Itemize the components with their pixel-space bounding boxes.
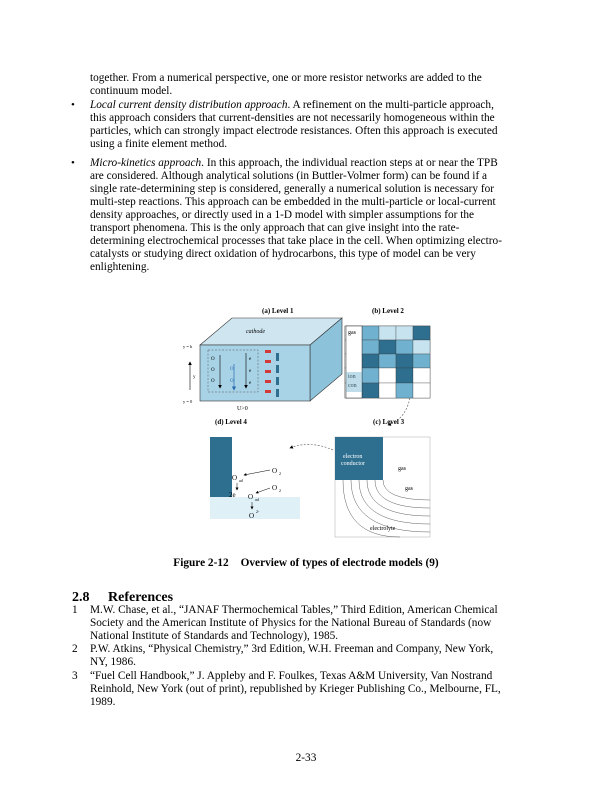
- bullet-line: enlightening.: [90, 261, 150, 273]
- e-label: e: [249, 357, 252, 362]
- panel-b-label: (b) Level 2: [372, 307, 404, 315]
- red-block: [265, 380, 271, 383]
- o2-label: O: [211, 357, 215, 362]
- y-h-label: y = h: [183, 344, 193, 349]
- ref-line: M.W. Chase, et al., “JANAF Thermochemica…: [90, 604, 498, 616]
- gas-label-c2: gas: [405, 486, 414, 492]
- ion-label: ion: [348, 374, 356, 380]
- section-number: 2.8: [72, 590, 90, 605]
- bullet-line: Micro-kinetics approach. In this approac…: [90, 157, 498, 170]
- ads-arrow: [255, 487, 271, 494]
- caption-text: Overview of types of electrode models (9…: [240, 557, 439, 569]
- ad-sub: ad: [255, 497, 259, 502]
- bullet-line: this approach considers that current-den…: [90, 112, 495, 124]
- blue-block: [276, 389, 279, 397]
- red-block: [265, 390, 271, 393]
- oad-label-2: O: [248, 493, 253, 501]
- bullet-line: determining electrochemical processes th…: [90, 235, 502, 247]
- o2-sub: 2: [279, 488, 281, 493]
- gas-label-c: gas: [398, 466, 407, 472]
- figure-number: Figure 2-12: [173, 557, 229, 569]
- conductor-label: conductor: [341, 461, 365, 467]
- reaction-zone: [207, 349, 259, 393]
- bullet-marker: •: [71, 157, 75, 169]
- o2-label: O: [211, 368, 215, 373]
- o2-gas: O: [272, 467, 277, 475]
- cube-front: [199, 344, 311, 402]
- o2-gas-2: O: [272, 484, 277, 492]
- ref-line: National Institute of Standards and Tech…: [90, 630, 339, 642]
- ref-line: P.W. Atkins, “Physical Chemistry,” 3rd E…: [90, 643, 494, 655]
- ref-line: Society and the American Institute of Ph…: [90, 617, 492, 629]
- equipotential-curves: [342, 479, 431, 538]
- zoom-arrow-2: [289, 444, 334, 451]
- oad-label: O: [232, 474, 237, 482]
- body-line: continuum model.: [90, 85, 173, 97]
- electrolyte-label: electrolyte: [370, 526, 396, 532]
- con-label: con: [348, 383, 357, 389]
- u-label: U>0: [237, 406, 248, 412]
- o2-label: O: [211, 379, 215, 384]
- electrolyte-region: [210, 497, 300, 519]
- y-0-label: y = 0: [183, 399, 193, 404]
- gas-label: gas: [348, 330, 357, 336]
- bullet-line: multi-step reactions. This approach can …: [90, 196, 496, 208]
- bullet-line: single rate-determining step is consider…: [90, 183, 495, 195]
- bullet-line: using a finite element method.: [90, 138, 228, 150]
- bullet-line: catalysts or studying direct oxidation o…: [90, 248, 476, 260]
- oxide-ion: O: [249, 512, 254, 520]
- ad-sub: ad: [239, 478, 243, 483]
- ref-line: 1989.: [90, 696, 116, 708]
- electron-conductor-block: [335, 437, 383, 480]
- page-number: 2-33: [295, 752, 317, 764]
- bullet-line: particles, which can strongly impact ele…: [90, 125, 498, 137]
- bullet-line: transport phenomena. This is the only ap…: [90, 222, 460, 234]
- bullet-title: Local current density distribution appro…: [90, 99, 288, 111]
- body-line: together. From a numerical perspective, …: [90, 72, 482, 84]
- bullet-line: density approaches, or directly used in …: [90, 209, 475, 221]
- e-label: e: [249, 369, 252, 374]
- ead-label: 2e: [229, 491, 236, 499]
- section-heading: 2.8 References: [72, 590, 173, 606]
- red-block: [265, 370, 271, 373]
- bullet-line: are considered. Although analytical solu…: [90, 170, 488, 182]
- bullet-text: . A refinement on the multi-particle app…: [287, 99, 494, 111]
- electron-label: electron: [343, 454, 362, 460]
- cathode-label: cathode: [246, 329, 265, 335]
- ion-con-region: [346, 372, 362, 392]
- oxide-sup: 2-: [256, 509, 260, 514]
- section-title: References: [108, 590, 174, 605]
- ref-number: 1: [72, 604, 78, 616]
- ref-line: Reinhold, New York (out of print), repub…: [90, 683, 501, 695]
- o2-sub: 2: [279, 471, 281, 476]
- blue-block: [276, 365, 279, 373]
- y-label: y: [193, 375, 196, 380]
- ref-line: “Fuel Cell Handbook,” J. Appleby and F. …: [90, 670, 493, 682]
- red-block: [265, 350, 271, 353]
- microstructure-grid: [344, 325, 431, 399]
- blue-block: [276, 377, 279, 385]
- figure-caption: Figure 2-12 Overview of types of electrod…: [0, 557, 612, 569]
- oxide-label: O: [230, 367, 234, 372]
- panel-c-label: (c) Level 3: [373, 418, 405, 426]
- panel-a-label: (a) Level 1: [262, 307, 294, 315]
- electrode-block: [210, 437, 232, 497]
- ads-arrow: [243, 469, 271, 477]
- panel-d-label: (d) Level 4: [215, 418, 247, 426]
- red-block: [265, 360, 271, 363]
- oxide-label: O: [230, 379, 234, 384]
- blue-block: [276, 353, 279, 361]
- ref-number: 3: [72, 670, 78, 682]
- ref-number: 2: [72, 643, 78, 655]
- e-label: e: [249, 381, 252, 386]
- bullet-text: . In this approach, the individual react…: [201, 157, 498, 169]
- bullet-title: Micro-kinetics approach: [90, 157, 202, 169]
- bullet-marker: •: [71, 99, 75, 111]
- ref-line: NY, 1986.: [90, 656, 136, 668]
- bullet-line: Local current density distribution appro…: [90, 99, 494, 112]
